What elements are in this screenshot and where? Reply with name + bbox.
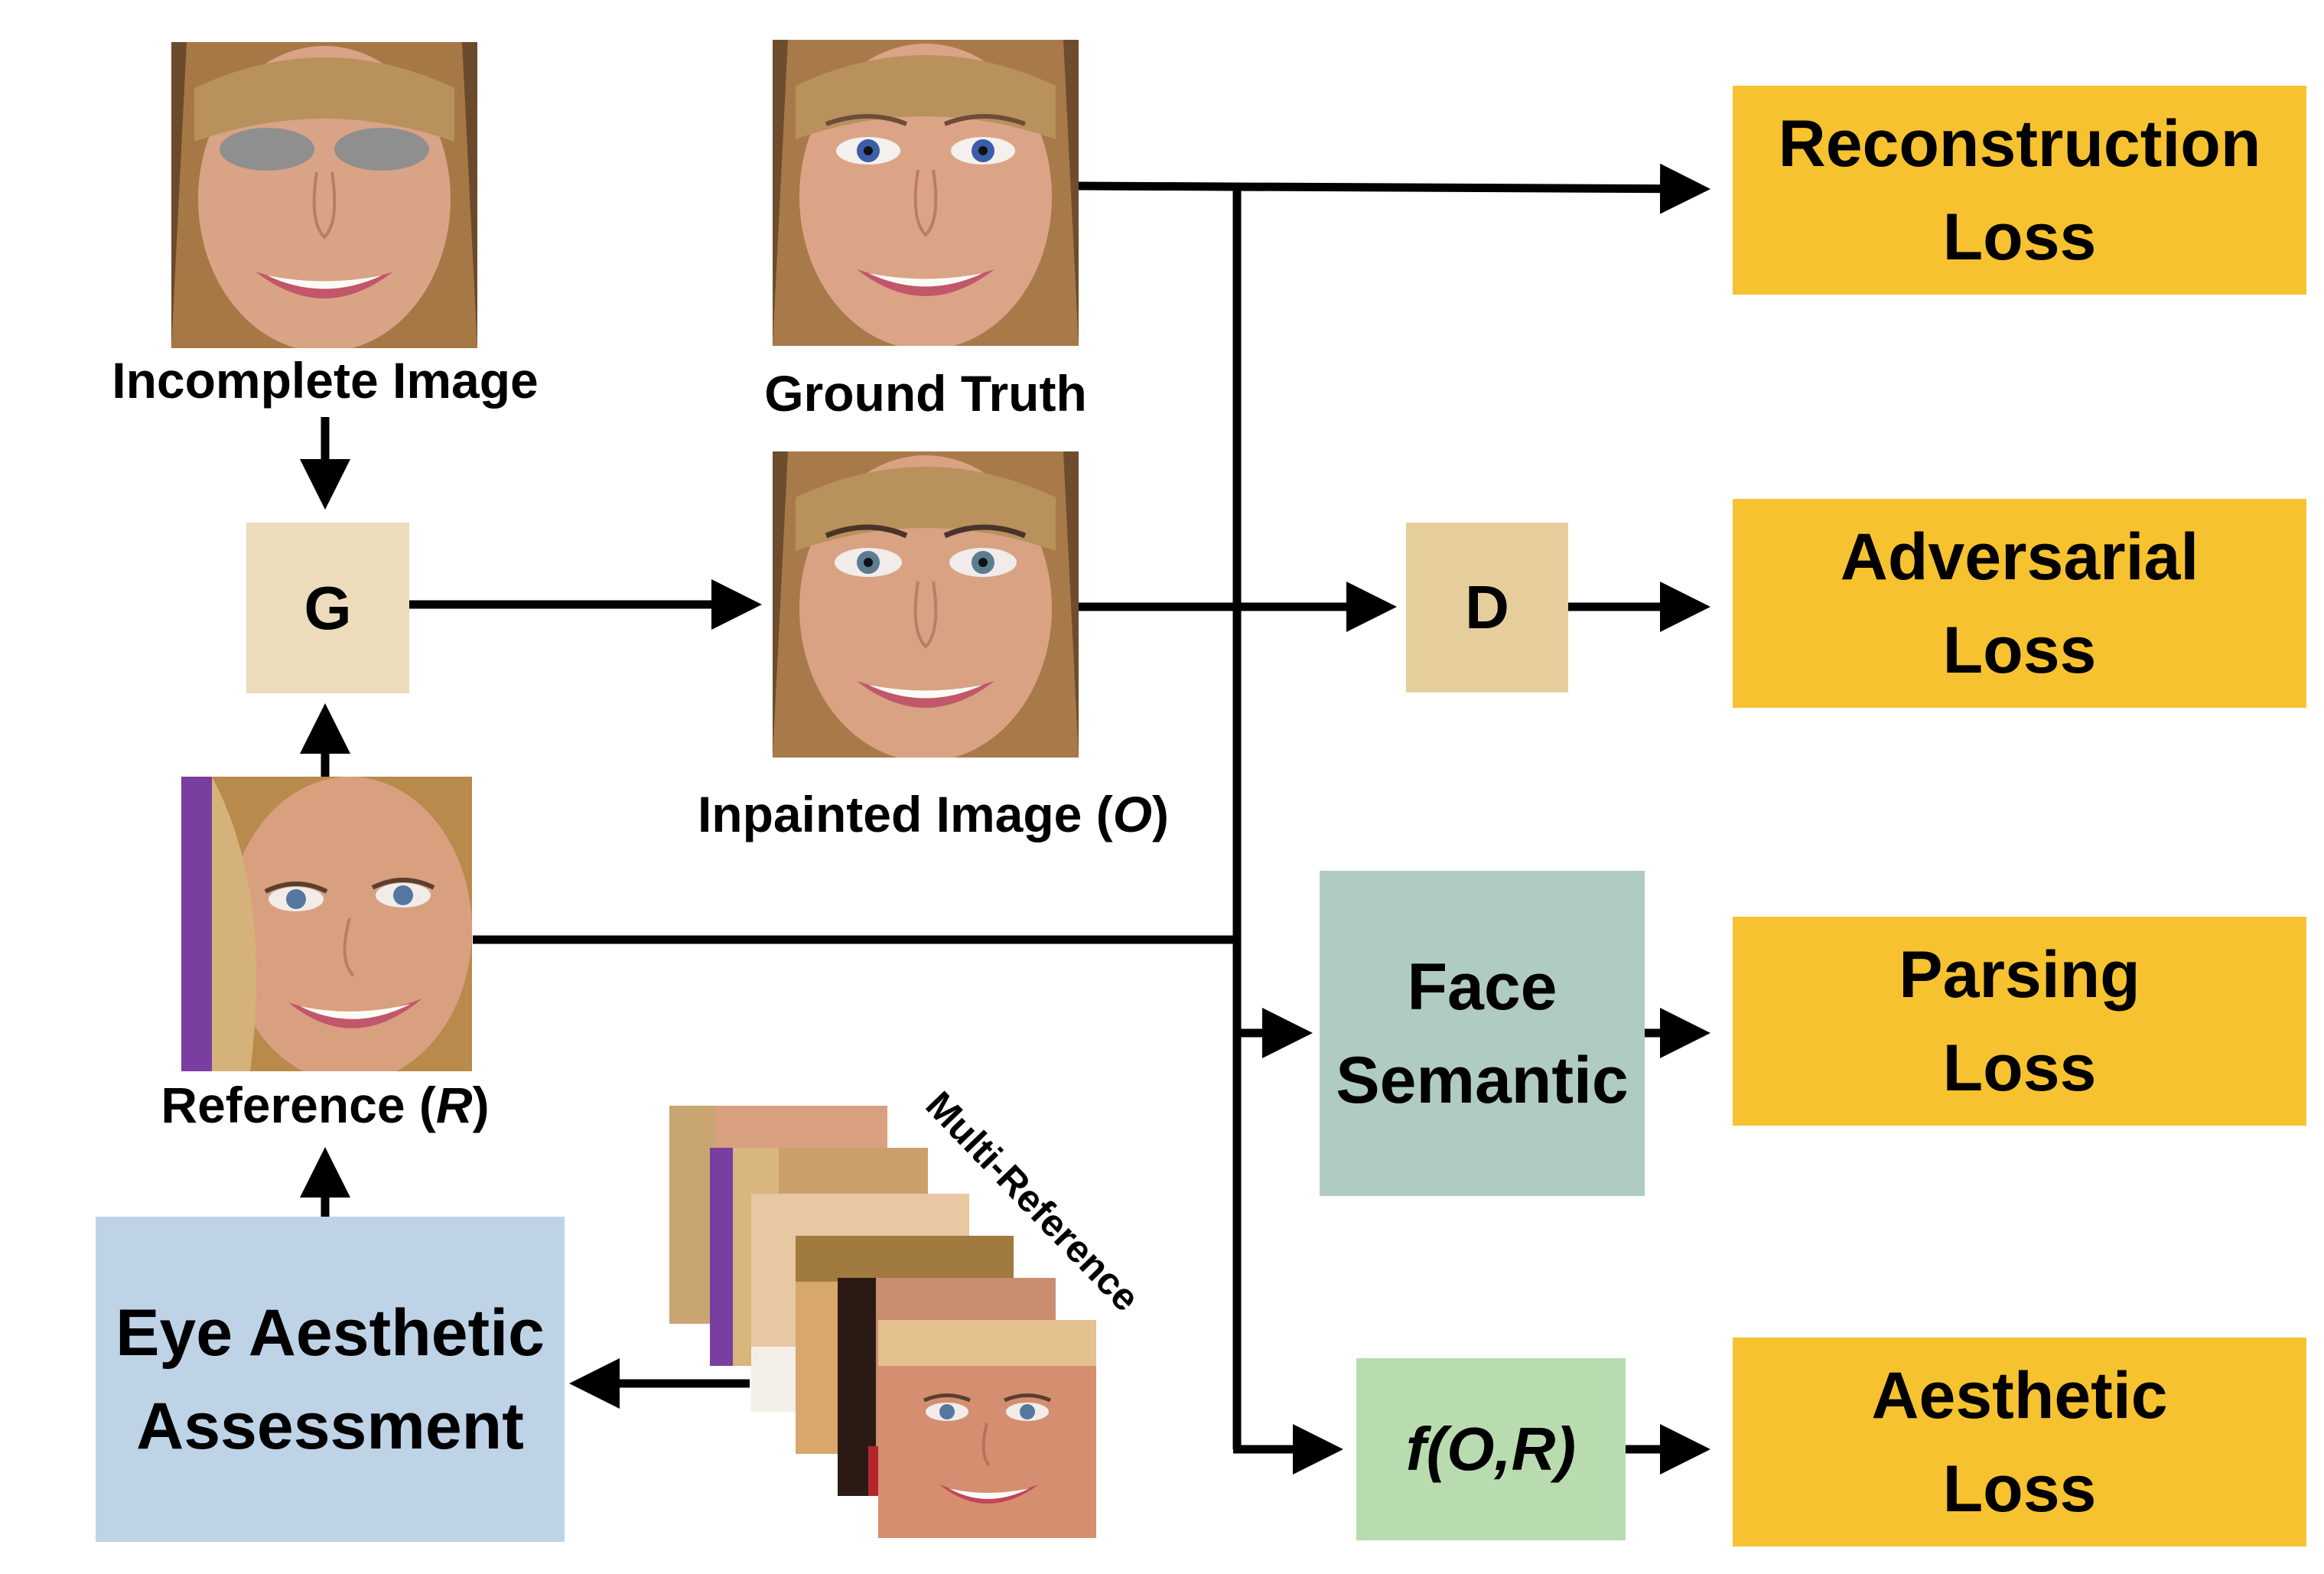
- reference-image-label: Reference (R): [161, 1077, 490, 1133]
- reconstruction-loss-line1: Reconstruction: [1778, 106, 2261, 181]
- adversarial-loss-line2: Loss: [1942, 613, 2097, 687]
- generator-label: G: [304, 573, 352, 642]
- generator-node: G: [246, 523, 409, 693]
- left-eye-mask: [220, 128, 314, 171]
- incomplete-image-label: Incomplete Image: [112, 352, 539, 409]
- discriminator-label: D: [1465, 573, 1509, 641]
- adversarial-loss-line1: Adversarial: [1840, 520, 2199, 594]
- eye-aesthetic-assessment-node: Eye Aesthetic Assessment: [96, 1217, 565, 1542]
- parsing-loss-line1: Parsing: [1899, 937, 2140, 1012]
- parsing-loss-line2: Loss: [1942, 1031, 2097, 1105]
- aesthetic-loss-line1: Aesthetic: [1871, 1358, 2168, 1432]
- face-semantic-line1: Face: [1407, 950, 1557, 1024]
- reconstruction-loss-line2: Loss: [1942, 200, 2097, 274]
- eye-assessment-line2: Assessment: [136, 1389, 524, 1463]
- parsing-loss-box: Parsing Loss: [1733, 917, 2306, 1126]
- multi-reference-front-image: [878, 1320, 1096, 1538]
- right-eye-mask: [334, 128, 429, 171]
- inpainted-image: [773, 451, 1079, 758]
- face-semantic-node: Face Semantic: [1320, 871, 1645, 1196]
- ground-truth-label: Ground Truth: [764, 365, 1087, 422]
- arrow-gt-to-reconstruction: [1078, 163, 1710, 214]
- adversarial-loss-box: Adversarial Loss: [1733, 499, 2306, 708]
- ground-truth-image: [773, 40, 1079, 346]
- face-semantic-line2: Semantic: [1336, 1043, 1629, 1117]
- aesthetic-function-node: f(O,R): [1356, 1358, 1626, 1540]
- inpainted-image-label: Inpainted Image (O): [697, 786, 1170, 842]
- discriminator-node: D: [1406, 523, 1568, 692]
- reference-image: [181, 777, 472, 1071]
- reconstruction-loss-box: Reconstruction Loss: [1733, 86, 2306, 295]
- aesthetic-loss-box: Aesthetic Loss: [1733, 1338, 2306, 1546]
- aesthetic-function-label: f(O,R): [1405, 1415, 1577, 1483]
- aesthetic-loss-line2: Loss: [1942, 1452, 2097, 1526]
- incomplete-image: [171, 42, 477, 348]
- eye-assessment-line1: Eye Aesthetic: [116, 1295, 545, 1370]
